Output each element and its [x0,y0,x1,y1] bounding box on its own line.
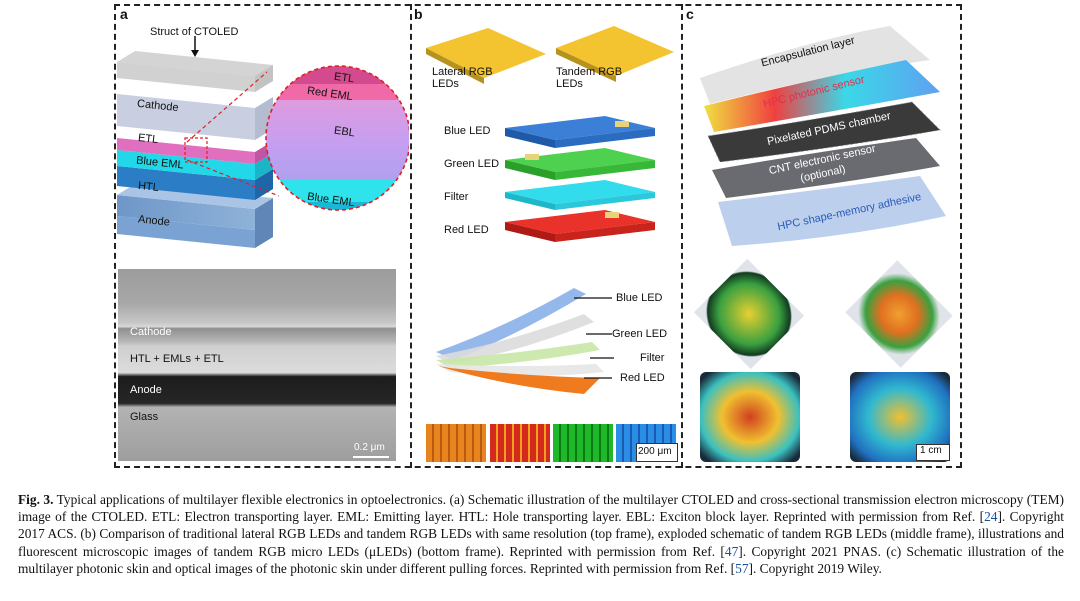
skin-photo-3 [700,372,800,462]
micrograph-scale-label: 200 μm [638,446,672,457]
tem-image [118,269,396,461]
tem-glass-label: Glass [130,411,159,423]
exploded-red-label: Red LED [444,224,489,236]
caption-fig-number: Fig. 3. [18,492,54,507]
flex-green-label: Green LED [612,328,668,340]
tem-cathode-label: Cathode [130,326,172,338]
micrograph-red [490,424,550,462]
caption-ref-24[interactable]: 24 [984,509,998,525]
layer-etl-label: ETL [137,131,159,147]
encapsulation-layer [700,26,930,104]
panel-c-label: c [686,6,694,22]
adhesive-layer [718,176,946,246]
flex-blue-label: Blue LED [616,292,663,304]
exploded-green-label: Green LED [444,158,500,170]
hpc-sensor-layer [704,60,940,132]
panel-a-label: a [120,6,128,22]
tem-scale-label: 0.2 μm [354,442,385,453]
micrograph-orange [426,424,486,462]
flex-red-label: Red LED [620,372,665,384]
skin-scale-box [916,444,950,461]
exploded-schematic [505,116,655,242]
caption-text-3: ]. Copyright 2021 PNAS. (c) Schematic il… [18,543,1064,576]
micrograph-green [553,424,613,462]
layer-htl-label: HTL [137,179,160,195]
panel-divider-bc [681,4,683,468]
zoom-circle [265,65,409,211]
tem-anode-label: Anode [130,384,162,396]
pdms-chamber-layer [708,102,940,162]
filter-layer [505,180,655,204]
caption-text-1: Typical applications of multilayer flexi… [18,492,1064,525]
caption-text-2: ]. Copyright 2017 ACS. (b) Comparison of… [18,509,1064,559]
flex-filter-label: Filter [640,352,665,364]
rgb-led-arrays [426,26,674,84]
figure-frame [114,4,962,468]
skin-scale-label: 1 cm [920,445,942,456]
tem-htl-label: HTL + EMLs + ETL [130,353,224,365]
caption-text-4: ]. Copyright 2019 Wiley. [748,560,882,576]
panel-divider-ab [410,4,412,468]
panel-b-label: b [414,6,423,22]
micrograph-scale-box [636,443,678,462]
exploded-filter-label: Filter [444,191,469,203]
caption-ref-47[interactable]: 47 [724,543,739,559]
anode-layer [117,216,255,248]
green-led-layer [505,148,655,172]
tandem-leds-label: Tandem RGB LEDs [556,66,623,90]
cathode-layer [117,94,255,140]
figure-caption: Fig. 3. Typical applications of multilay… [18,491,1064,577]
exploded-blue-label: Blue LED [444,125,491,137]
ctoled-title: Struct of CTOLED [150,26,239,38]
tem-scale-bar [353,456,389,458]
caption-ref-57[interactable]: 57 [735,560,749,576]
lateral-leds-label: Lateral RGB LEDs [432,66,493,90]
etl-layer [117,138,255,164]
flexible-led-illustration [436,288,614,394]
ctoled-schematic [117,36,409,248]
htl-layer [117,166,255,200]
photonic-skin-schematic [700,26,946,246]
cnt-sensor-layer [712,138,940,198]
